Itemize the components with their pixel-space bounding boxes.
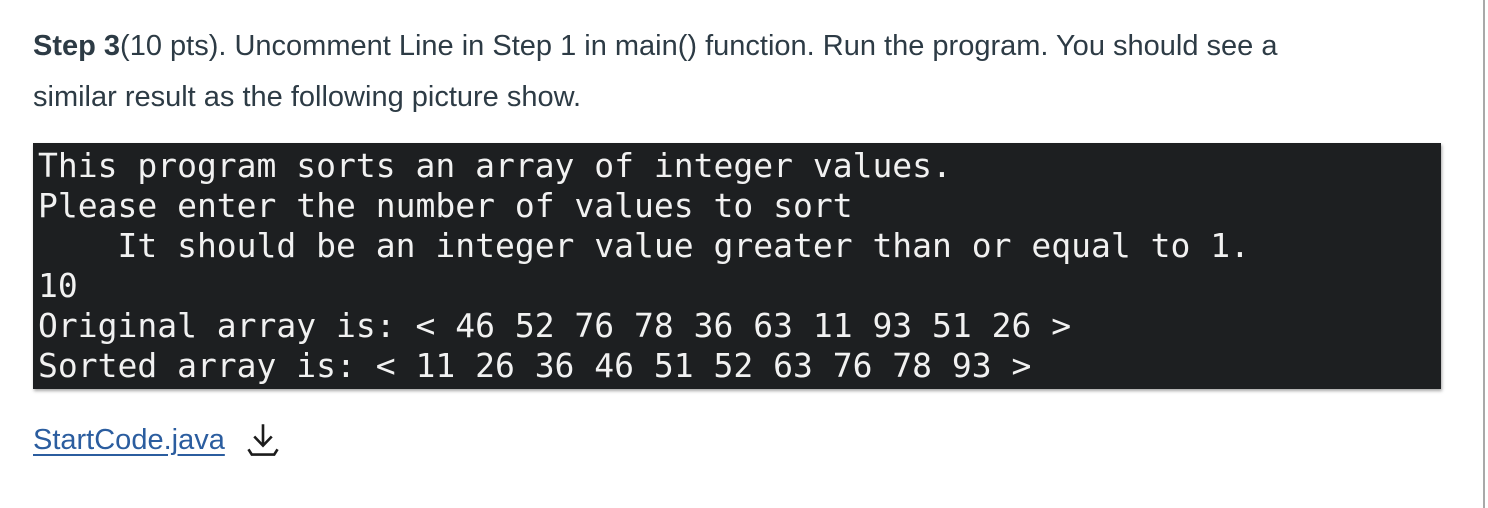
download-icon[interactable] <box>242 419 284 461</box>
step-instructions-line2: similar result as the following picture … <box>33 81 582 113</box>
terminal-line: Original array is: < 46 52 76 78 36 63 1… <box>38 306 1072 345</box>
terminal-line: This program sorts an array of integer v… <box>38 146 952 185</box>
console-output-screenshot: This program sorts an array of integer v… <box>33 143 1441 389</box>
page-right-border <box>1483 0 1485 508</box>
terminal-line: Please enter the number of values to sor… <box>38 186 853 225</box>
terminal-line: Sorted array is: < 11 26 36 46 51 52 63 … <box>38 346 1032 385</box>
step-instructions-line1: (10 pts). Uncomment Line in Step 1 in ma… <box>120 30 1278 62</box>
terminal-line: It should be an integer value greater th… <box>38 226 1250 265</box>
step-instructions: Step 3(10 pts). Uncomment Line in Step 1… <box>33 21 1433 123</box>
attachment-row: StartCode.java <box>33 418 284 462</box>
terminal-line: 10 <box>38 266 78 305</box>
file-link-startcode-java[interactable]: StartCode.java <box>33 424 225 456</box>
step-label: Step 3 <box>33 30 121 62</box>
